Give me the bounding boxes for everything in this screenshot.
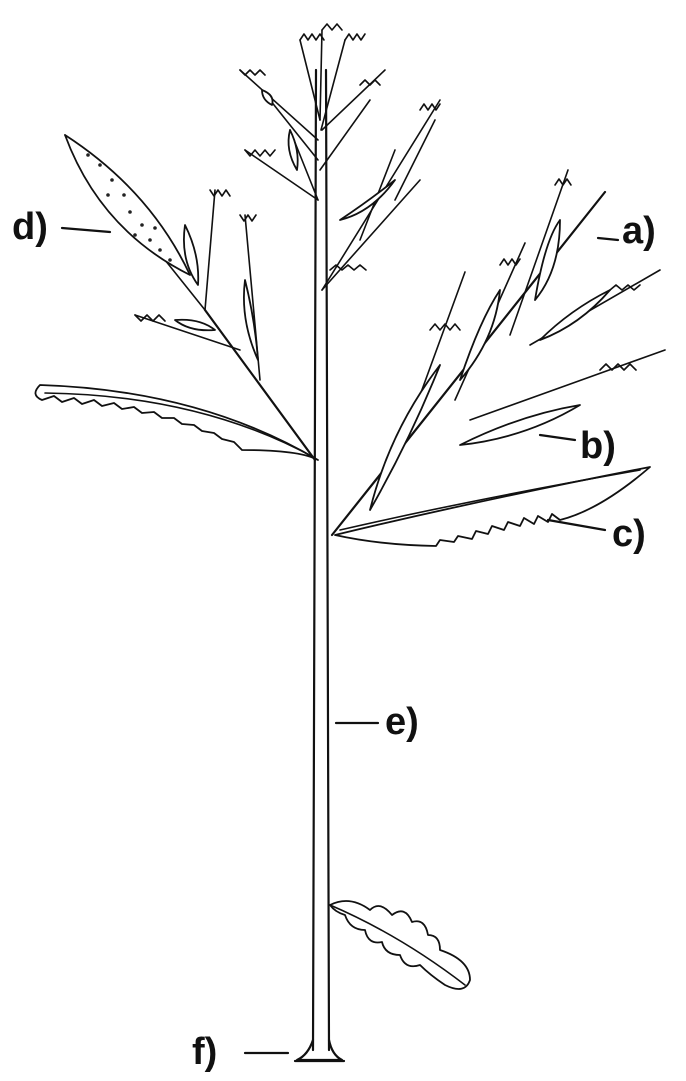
right-branch [332, 170, 665, 546]
leader-lines [62, 228, 618, 1053]
label-c: c) [612, 515, 646, 553]
label-d: d) [12, 208, 48, 246]
dotted-leaf [65, 135, 190, 275]
lower-leaf [330, 901, 470, 989]
left-branch [35, 135, 318, 460]
label-a: a) [622, 212, 656, 250]
label-b: b) [580, 427, 616, 465]
label-f: f) [192, 1033, 217, 1071]
top-inflorescence [240, 24, 440, 290]
label-e: e) [385, 703, 419, 741]
main-stem [295, 70, 344, 1061]
